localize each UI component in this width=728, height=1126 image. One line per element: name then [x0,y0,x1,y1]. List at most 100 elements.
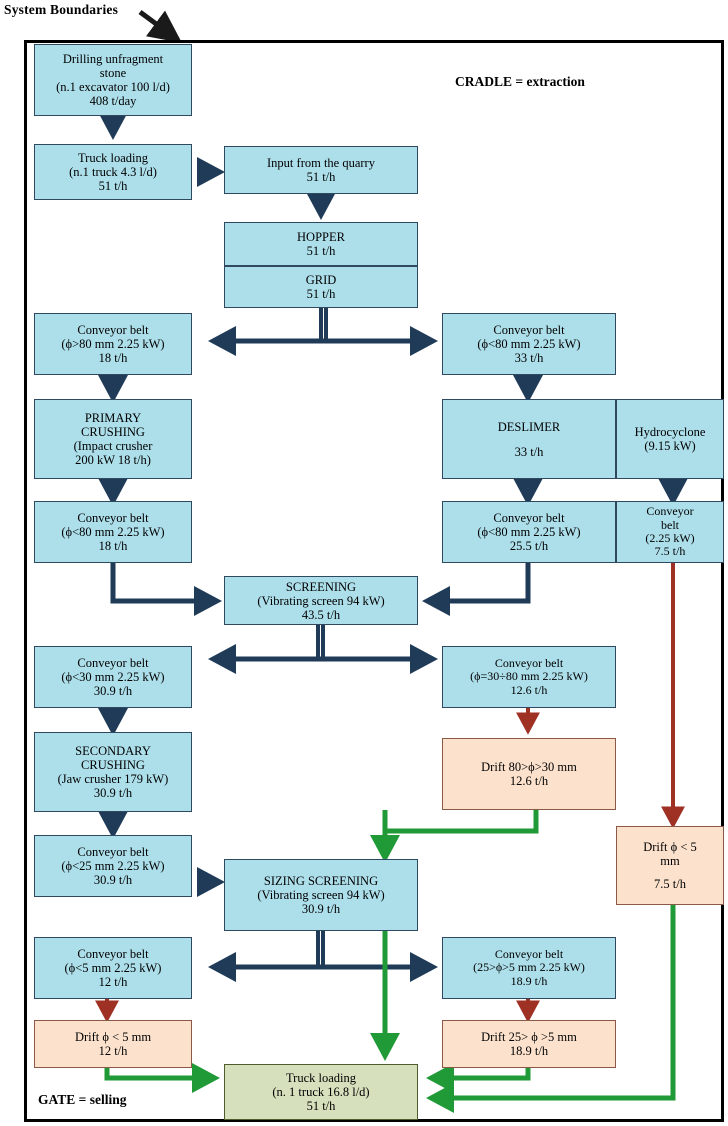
system-boundaries-label: System Boundaries [4,2,119,17]
node-line: 33 t/h [514,444,544,459]
node-line: CRUSHING [81,758,145,772]
node-drift-lt5-12[interactable]: Drift ϕ < 5 mm 12 t/h [34,1020,192,1068]
node-line: Drift 25> ϕ >5 mm [481,1030,577,1044]
node-line: 30.9 t/h [93,786,133,800]
node-line: Conveyor belt [493,511,565,525]
node-line: Conveyor belt [77,947,149,961]
node-line: (n.1 excavator 100 l/d) [56,80,170,94]
node-line: 200 kW 18 t/h) [75,453,151,467]
node-line: Conveyor belt [494,946,564,961]
node-line: Input from the quarry [267,156,375,170]
node-line: 30.9 t/h [93,873,133,887]
node-line: (n.1 truck 4.3 l/d) [69,165,157,179]
node-line: (ϕ<80 mm 2.25 kW) [61,525,165,539]
node-line: (Jaw crusher 179 kW) [57,772,169,786]
node-conveyor-lt30[interactable]: Conveyor belt (ϕ<30 mm 2.25 kW) 30.9 t/h [34,646,192,708]
node-conveyor-lt5[interactable]: Conveyor belt (ϕ<5 mm 2.25 kW) 12 t/h [34,937,192,999]
cradle-label: CRADLE = extraction [455,74,585,89]
node-hydrocyclone[interactable]: Hydrocyclone (9.15 kW) [616,399,724,479]
node-line: (ϕ<30 mm 2.25 kW) [61,670,165,684]
node-line: 12 t/h [98,1044,128,1058]
node-line: (ϕ=30÷80 mm 2.25 kW) [470,669,588,684]
node-drift-80-30[interactable]: Drift 80>ϕ>30 mm 12.6 t/h [442,738,616,810]
node-conveyor-lt80-33[interactable]: Conveyor belt (ϕ<80 mm 2.25 kW) 33 t/h [442,313,616,375]
node-line: Hydrocyclone [634,425,706,439]
node-line: Conveyor belt [493,323,565,337]
node-line: 18.9 t/h [510,973,548,988]
node-line: Drift 80>ϕ>30 mm [481,760,577,774]
node-line: GRID [305,273,337,287]
node-line: (9.15 kW) [644,439,696,453]
node-line: SIZING SCREENING [263,874,379,888]
node-conveyor-hydro[interactable]: Conveyor belt (2.25 kW) 7.5 t/h [616,501,724,563]
node-line: HOPPER [297,230,345,244]
node-conveyor-25-5[interactable]: Conveyor belt (25>ϕ>5 mm 2.25 kW) 18.9 t… [442,937,616,999]
node-line: DESLIMER [497,419,561,434]
node-line: 7.5 t/h [654,877,686,891]
node-line: (Vibrating screen 94 kW) [257,888,385,902]
node-deslimer[interactable]: DESLIMER 33 t/h [442,399,616,479]
node-line: 12.6 t/h [509,774,549,788]
node-conveyor-lt80-255[interactable]: Conveyor belt (ϕ<80 mm 2.25 kW) 25.5 t/h [442,501,616,563]
node-line: 51 t/h [306,1099,336,1113]
node-primary-crushing[interactable]: PRIMARY CRUSHING (Impact crusher 200 kW … [34,399,192,479]
node-line: Drift ϕ < 5 [643,840,697,854]
node-line: Conveyor belt [77,323,149,337]
node-line: 51 t/h [98,179,128,193]
node-truck-loading-in[interactable]: Truck loading (n.1 truck 4.3 l/d) 51 t/h [34,144,192,200]
node-line: 12 t/h [98,975,128,989]
node-line: mm [660,854,680,868]
node-conveyor-gt80[interactable]: Conveyor belt (ϕ>80 mm 2.25 kW) 18 t/h [34,313,192,375]
node-line: 7.5 t/h [654,544,686,559]
node-line: (Impact crusher [73,439,153,453]
node-input-from-quarry[interactable]: Input from the quarry 51 t/h [224,146,418,194]
node-line: 30.9 t/h [93,684,133,698]
node-grid[interactable]: GRID 51 t/h [224,266,418,308]
node-screening[interactable]: SCREENING (Vibrating screen 94 kW) 43.5 … [224,576,418,625]
node-line: (Vibrating screen 94 kW) [257,593,385,608]
node-line: (2.25 kW) [645,531,695,545]
node-line: 33 t/h [514,351,544,365]
node-line: Conveyor belt [77,511,149,525]
node-line: 18 t/h [98,539,128,553]
node-line: SCREENING [285,579,357,594]
node-line: (ϕ>80 mm 2.25 kW) [61,337,165,351]
node-hopper[interactable]: HOPPER 51 t/h [224,222,418,266]
node-line: (25>ϕ>5 mm 2.25 kW) [473,960,585,975]
node-drift-25-5[interactable]: Drift 25> ϕ >5 mm 18.9 t/h [442,1020,616,1068]
node-line: Conveyor belt [77,845,149,859]
node-line: Conveyor belt [494,655,564,670]
node-line: (ϕ<80 mm 2.25 kW) [477,525,581,539]
node-line: Drilling unfragment [62,52,164,66]
node-line: (ϕ<80 mm 2.25 kW) [477,337,581,351]
node-line: 43.5 t/h [301,607,341,622]
gate-label: GATE = selling [38,1092,127,1107]
node-line: Truck loading [285,1071,357,1085]
node-line: PRIMARY [84,411,142,425]
node-line: Conveyor belt [77,656,149,670]
node-line: 25.5 t/h [509,539,549,553]
node-line: belt [661,517,679,532]
node-line: 51 t/h [306,170,336,184]
node-truck-loading-out[interactable]: Truck loading (n. 1 truck 16.8 l/d) 51 t… [224,1064,418,1120]
node-drilling[interactable]: Drilling unfragment stone (n.1 excavator… [34,44,192,116]
node-line: SECONDARY [75,744,151,758]
node-line: Drift ϕ < 5 mm [74,1030,152,1044]
node-conveyor-lt80-18[interactable]: Conveyor belt (ϕ<80 mm 2.25 kW) 18 t/h [34,501,192,563]
node-line: Truck loading [77,151,149,165]
node-drift-lt5-75[interactable]: Drift ϕ < 5 mm 7.5 t/h [616,826,724,905]
node-line: (ϕ<25 mm 2.25 kW) [61,859,165,873]
node-line: 30.9 t/h [301,902,341,916]
node-conveyor-lt25[interactable]: Conveyor belt (ϕ<25 mm 2.25 kW) 30.9 t/h [34,835,192,897]
node-line: (ϕ<5 mm 2.25 kW) [64,961,162,975]
node-line: 18.9 t/h [509,1044,549,1058]
node-secondary-crushing[interactable]: SECONDARY CRUSHING (Jaw crusher 179 kW) … [34,732,192,812]
node-line: 408 t/day [89,94,137,108]
node-line: stone [99,66,127,80]
node-conveyor-30-80[interactable]: Conveyor belt (ϕ=30÷80 mm 2.25 kW) 12.6 … [442,646,616,708]
node-line: 51 t/h [306,287,336,301]
node-sizing-screening[interactable]: SIZING SCREENING (Vibrating screen 94 kW… [224,859,418,931]
node-line: 18 t/h [98,351,128,365]
system-boundary-frame [24,40,724,1122]
